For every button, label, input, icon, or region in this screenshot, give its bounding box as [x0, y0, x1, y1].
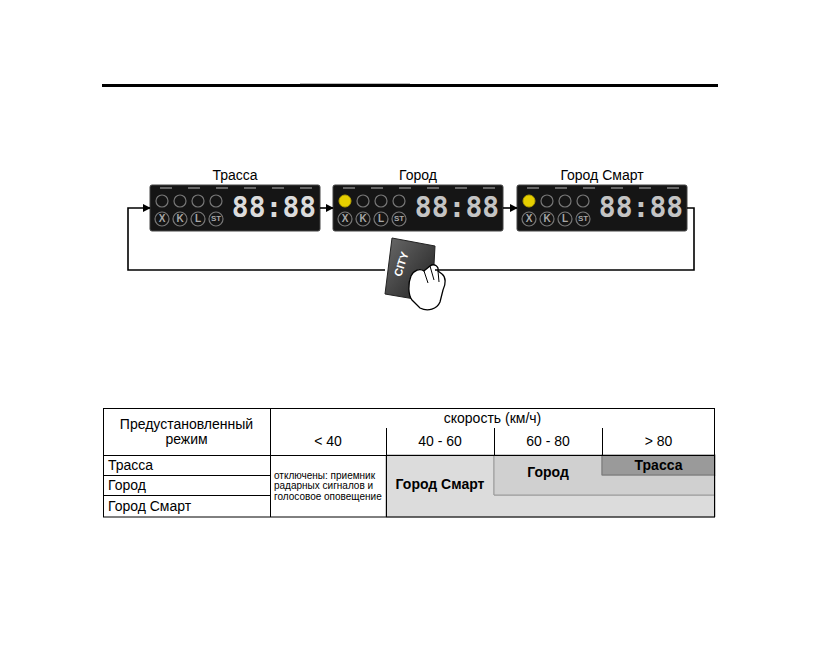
button-label: CITY: [391, 250, 410, 278]
table-header: 60 - 80: [494, 428, 602, 455]
icon-letter: L: [191, 212, 205, 226]
icon-letter: K: [356, 212, 370, 226]
table-header: < 40: [270, 428, 386, 455]
range-label: Город: [494, 463, 602, 483]
flow-arrow: [320, 207, 333, 209]
table-header: 40 - 60: [386, 428, 494, 455]
mode-heading: Город: [333, 167, 503, 183]
icon-letter: K: [173, 212, 187, 226]
mode-heading: Город Смарт: [517, 167, 687, 183]
icon-letter: ST: [392, 212, 406, 226]
icon-letter: K: [540, 212, 554, 226]
display-panel: Город СмартXKLST88:88: [517, 185, 687, 231]
table-header: Предустановленный режим: [103, 409, 270, 455]
table-cell: Трасса: [108, 456, 268, 475]
range-region: [386, 455, 715, 517]
range-region: [602, 455, 715, 475]
table-grid: [103, 408, 715, 517]
table-note: отключены: приемник радарных сигналов и …: [274, 456, 385, 517]
display-panel: ТрассаXKLST88:88: [150, 185, 320, 231]
hand-finger-lines: [424, 266, 439, 283]
range-label: Трасса: [602, 456, 715, 475]
mode-heading: Трасса: [150, 167, 320, 183]
icon-letter: ST: [576, 212, 590, 226]
display-panel: [150, 185, 320, 231]
icon-letter: ST: [209, 212, 223, 226]
flow-arrow: [503, 207, 517, 209]
icon-letter: X: [155, 212, 169, 226]
icon-letter: L: [374, 212, 388, 226]
icon-letter: X: [522, 212, 536, 226]
city-button: CITY: [385, 238, 435, 302]
range-label: Город Смарт: [386, 462, 494, 508]
table-header: скорость (км/ч): [270, 409, 715, 428]
display-panel: ГородXKLST88:88: [333, 185, 503, 231]
icon-letter: X: [338, 212, 352, 226]
hand-symbol: [409, 265, 445, 310]
table-cell: Город: [108, 476, 268, 495]
table-header: > 80: [602, 428, 715, 455]
segment-digits: 88:88: [413, 190, 501, 226]
header-rule: [102, 84, 718, 87]
display-panel: [517, 185, 687, 231]
display-panel: [333, 185, 503, 231]
icon-letter: L: [558, 212, 572, 226]
segment-digits: 88:88: [230, 190, 318, 226]
header-rule-highlight: [300, 83, 410, 84]
range-region: [494, 455, 715, 495]
segment-digits: 88:88: [597, 190, 685, 226]
table-cell: Город Смарт: [108, 496, 268, 517]
